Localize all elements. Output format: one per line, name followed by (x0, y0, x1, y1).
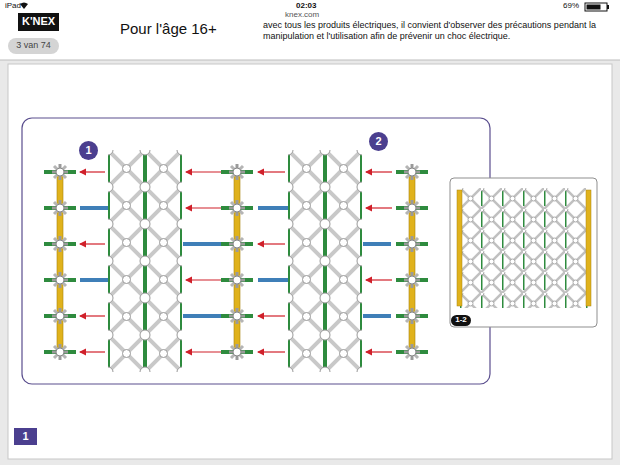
callout-number: 1 (79, 141, 98, 160)
site-url: knex.com (285, 10, 319, 20)
callout-number-text: 2 (375, 135, 381, 147)
status-battery: 69% (563, 1, 579, 11)
page-number-text: 1 (22, 430, 28, 442)
status-device: iPad (5, 1, 21, 11)
page-counter: 3 van 74 (8, 38, 59, 54)
callout-number: 2 (369, 132, 388, 151)
safety-note: avec tous les produits électriques, il c… (263, 20, 608, 43)
page-number: 1 (14, 428, 37, 445)
brand-logo: K'NEX (18, 13, 59, 31)
step-range-badge-text: 1-2 (455, 316, 467, 325)
step-range-badge: 1-2 (451, 315, 471, 326)
page-counter-text: 3 van 74 (16, 41, 51, 51)
callout-number-text: 1 (85, 144, 91, 156)
age-heading: Pour l'âge 16+ (120, 20, 217, 39)
status-time: 02:03 (296, 1, 316, 11)
